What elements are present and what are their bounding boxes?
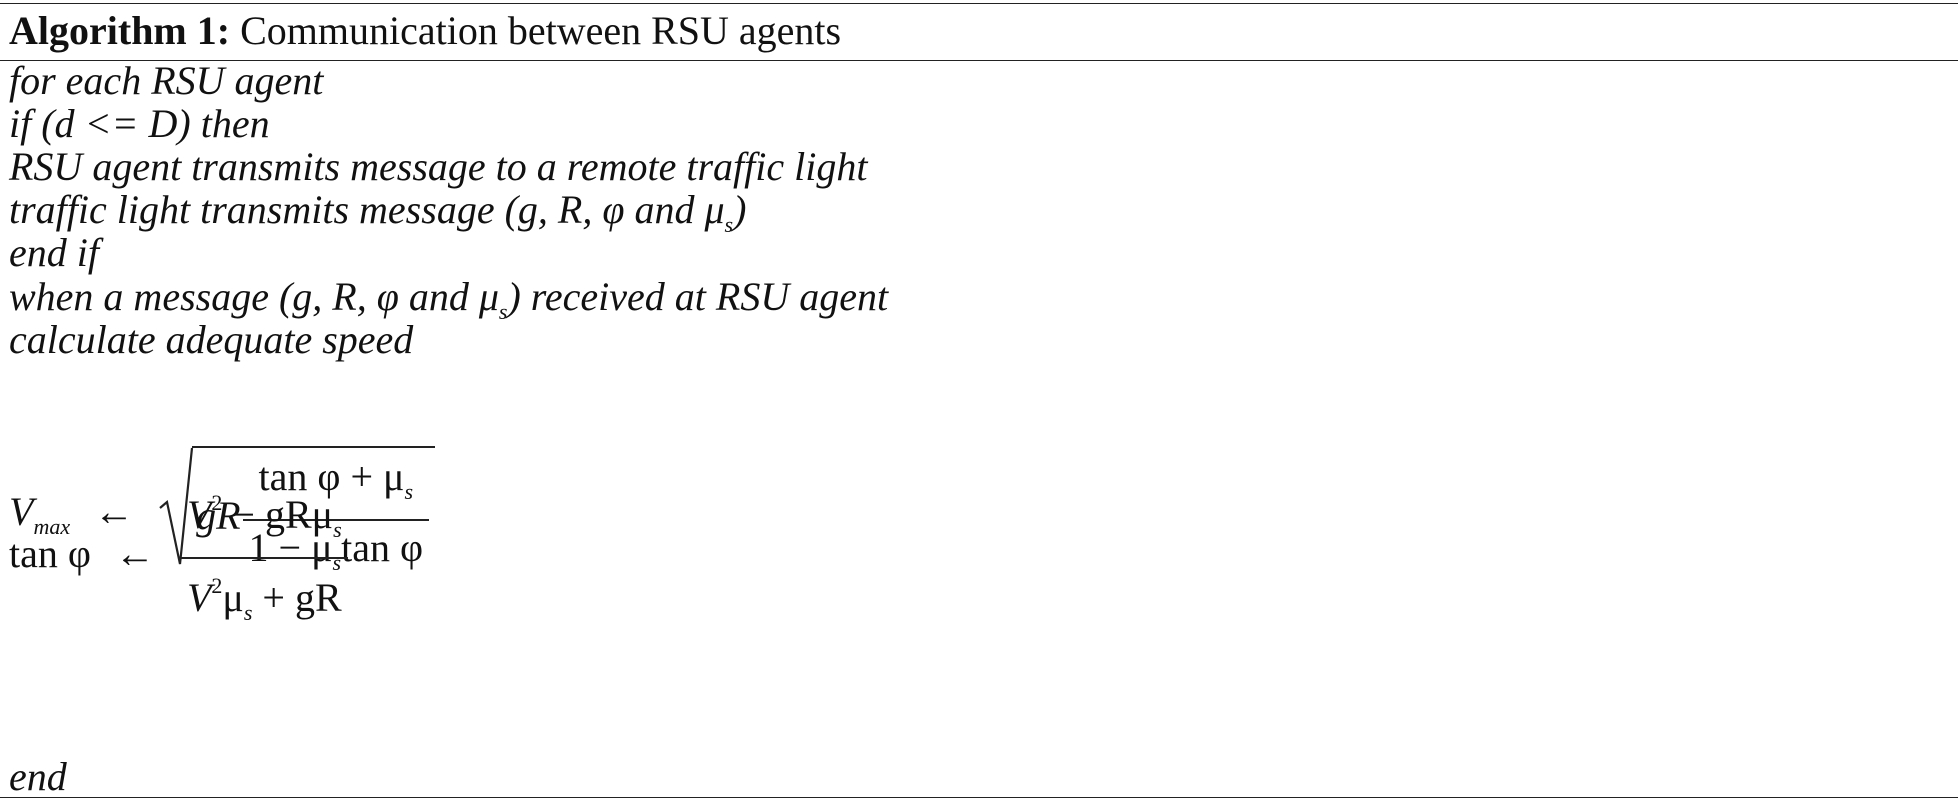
line-1: for each RSU agent <box>9 58 324 103</box>
eq1-den-a: 1 − μ <box>248 525 333 570</box>
line-6: when a message (g, R, φ and μs) received… <box>9 272 888 337</box>
eq2-arrow: ← <box>114 531 155 577</box>
algorithm-label: Algorithm 1: <box>9 8 231 53</box>
line-6-subscript: s <box>498 299 508 324</box>
eq2-lhs: tan φ <box>9 531 91 577</box>
line-5: end if <box>9 230 99 275</box>
line-3: RSU agent transmits message to a remote … <box>9 144 868 189</box>
eq1-arrow: ← <box>94 489 135 535</box>
end-line: end <box>9 754 67 799</box>
eq1-lhs: V <box>9 489 34 535</box>
eq2-den-superscript: 2 <box>211 573 223 598</box>
line-6-text: when a message (g, R, φ and μ <box>9 274 499 319</box>
eq2-num-subscript: s <box>333 517 342 542</box>
eq1-num-text: tan φ + μ <box>258 454 405 499</box>
eq2-num-superscript: 2 <box>211 490 223 515</box>
top-rule <box>0 3 1958 4</box>
eq2-num-b: − gRμ <box>222 492 334 537</box>
line-7: calculate adequate speed <box>9 317 414 362</box>
eq1-den-b: tan φ <box>341 525 424 570</box>
bottom-rule <box>0 797 1958 798</box>
eq1-numerator: tan φ + μs <box>242 454 430 521</box>
line-6-tail: ) received at RSU agent <box>507 274 889 319</box>
line-4-subscript: s <box>724 212 734 237</box>
algorithm-title: Communication between RSU agents <box>240 8 842 53</box>
sqrt-symbol-icon <box>159 447 194 565</box>
eq2-den-c: + gR <box>252 575 342 620</box>
eq1-gr: gR <box>196 493 241 539</box>
eq1-den-subscript: s <box>332 550 342 575</box>
eq2-den-a: V <box>186 575 212 620</box>
line-2: if (d <= D) then <box>9 101 270 146</box>
eq2-numerator: V2 − gRμs <box>180 480 348 559</box>
line-4: traffic light transmits message (g, R, φ… <box>9 185 746 250</box>
algorithm-caption: Algorithm 1: Communication between RSU a… <box>9 6 841 56</box>
line-4-text: traffic light transmits message (g, R, φ… <box>9 187 725 232</box>
eq2-den-b: μ <box>222 575 244 620</box>
eq1-denominator: 1 − μstan φ <box>243 521 430 586</box>
eq2-denominator: V2μs + gR <box>181 559 348 636</box>
eq2-num-a: V <box>186 492 212 537</box>
line-4-tail: ) <box>733 187 747 232</box>
caption-rule <box>0 60 1958 61</box>
eq1-num-subscript: s <box>404 479 414 504</box>
eq1-lhs-subscript: max <box>33 514 71 540</box>
eq2-den-subscript: s <box>243 600 253 625</box>
